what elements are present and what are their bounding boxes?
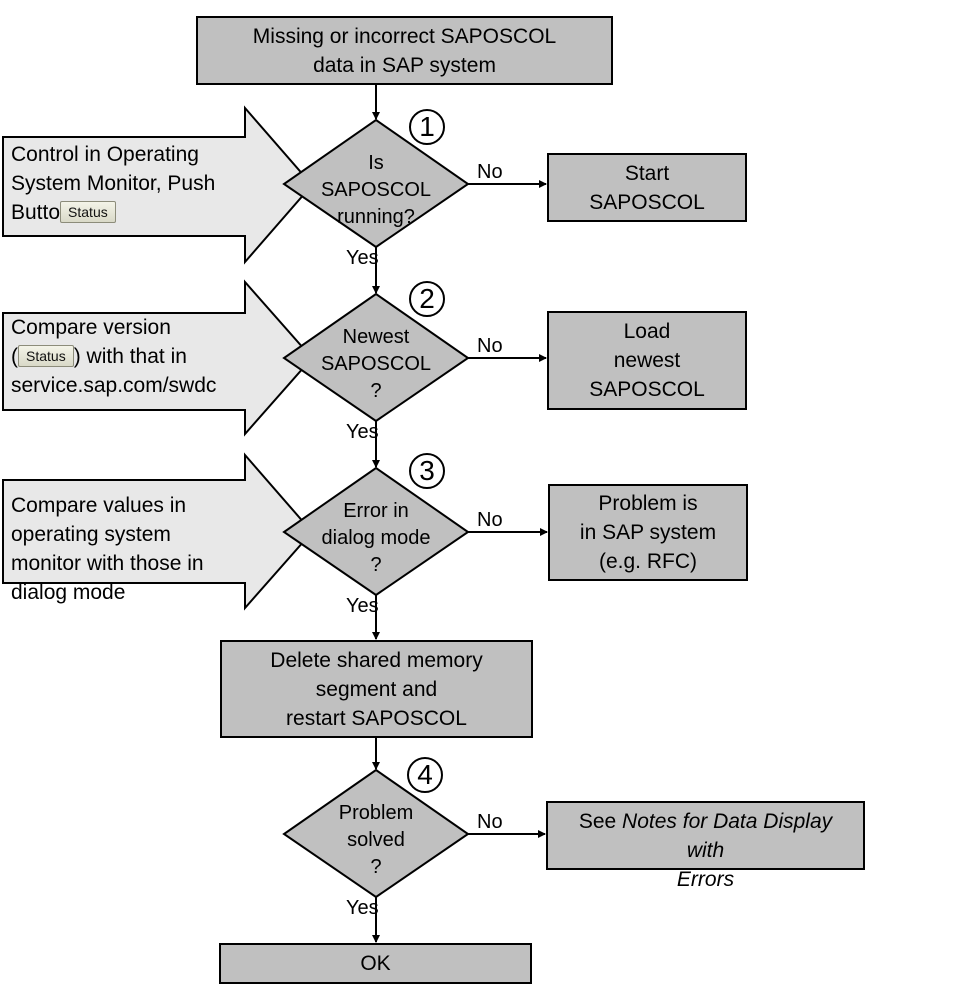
note-arrow-3: [2, 452, 314, 611]
status-button[interactable]: Status: [18, 344, 74, 367]
load-newest-box: Load newest SAPOSCOL: [547, 311, 747, 410]
note-1: Control in Operating System Monitor, Pus…: [11, 140, 215, 227]
decision-line: ?: [370, 856, 382, 878]
step-number-2: 2: [409, 281, 445, 317]
note-3-line: operating system: [11, 523, 171, 546]
note-3-line: monitor with those in: [11, 552, 204, 575]
see-notes-prefix: See: [578, 810, 623, 833]
decision-line: SAPOSCOL: [320, 353, 432, 375]
box-line: Problem is: [598, 492, 698, 515]
yes-label-4: Yes: [346, 897, 379, 919]
note-3: Compare values in operating system monit…: [11, 491, 204, 607]
notes-link-cont: with: [686, 839, 725, 862]
box-line: in SAP system: [579, 521, 717, 544]
note-arrow-2: [2, 279, 314, 437]
decision-line: ?: [370, 554, 382, 576]
status-button[interactable]: Status: [60, 200, 116, 223]
decision-line: Newest: [342, 326, 410, 348]
start-line: Missing or incorrect SAPOSCOL: [252, 24, 557, 48]
problem-in-sap-box: Problem is in SAP system (e.g. RFC): [548, 484, 748, 581]
decision-line: Is: [368, 152, 384, 174]
notes-link-cont: Errors: [676, 868, 735, 891]
box-line: newest: [613, 349, 681, 372]
see-notes-box: See Notes for Data Display with Errors: [546, 801, 865, 891]
box-line: Start: [624, 161, 670, 185]
note-1-line: System Monitor, Push: [11, 172, 216, 195]
note-2-line: Compare version: [11, 316, 171, 339]
decision-4-text: Problem solved ?: [296, 800, 456, 881]
box-line: SAPOSCOL: [589, 378, 705, 401]
step-number-4: 4: [407, 757, 443, 793]
decision-3-text: Error in dialog mode ?: [296, 498, 456, 579]
step-number-1: 1: [409, 109, 445, 145]
box-line: restart SAPOSCOL: [286, 706, 467, 730]
start-saposcol-box: Start SAPOSCOL: [547, 153, 747, 222]
note-2-line: service.sap.com/swdc: [11, 374, 217, 397]
box-line: SAPOSCOL: [589, 190, 705, 214]
no-label-4: No: [477, 811, 503, 833]
decision-line: running?: [337, 206, 415, 228]
decision-line: solved: [347, 829, 405, 851]
yes-label-3: Yes: [346, 595, 379, 617]
note-2-line: ) with that in: [73, 345, 187, 368]
note-1-line: Control in Operating: [11, 143, 199, 166]
box-line: Delete shared memory: [270, 648, 483, 672]
ok-label: OK: [360, 952, 391, 975]
step-number-3: 3: [409, 453, 445, 489]
note-3-line: Compare values in: [11, 494, 187, 517]
box-line: segment and: [315, 677, 438, 701]
start-box: Missing or incorrect SAPOSCOL data in SA…: [196, 16, 613, 85]
no-label-2: No: [477, 335, 503, 357]
decision-line: SAPOSCOL: [320, 179, 432, 201]
box-line: (e.g. RFC): [598, 550, 697, 573]
note-3-line: dialog mode: [11, 581, 126, 604]
no-label-1: No: [477, 161, 503, 183]
decision-1-text: Is SAPOSCOL running?: [296, 150, 456, 231]
no-label-3: No: [477, 509, 503, 531]
note-arrow-1: [2, 105, 314, 265]
decision-line: dialog mode: [321, 527, 431, 549]
decision-line: Error in: [343, 500, 409, 522]
note-2: Compare version (Status) with that in se…: [11, 313, 216, 400]
note-2-line: (: [11, 345, 18, 368]
yes-label-1: Yes: [346, 247, 379, 269]
start-line: data in SAP system: [313, 53, 496, 77]
delete-shm-box: Delete shared memory segment and restart…: [220, 640, 533, 738]
notes-link[interactable]: Notes for Data Display: [622, 810, 833, 833]
note-1-line: Butto: [11, 201, 61, 224]
yes-label-2: Yes: [346, 421, 379, 443]
decision-line: Problem: [338, 802, 414, 824]
box-line: Load: [623, 320, 671, 343]
decision-2-text: Newest SAPOSCOL ?: [296, 324, 456, 405]
decision-line: ?: [370, 380, 382, 402]
ok-box: OK: [219, 943, 532, 984]
